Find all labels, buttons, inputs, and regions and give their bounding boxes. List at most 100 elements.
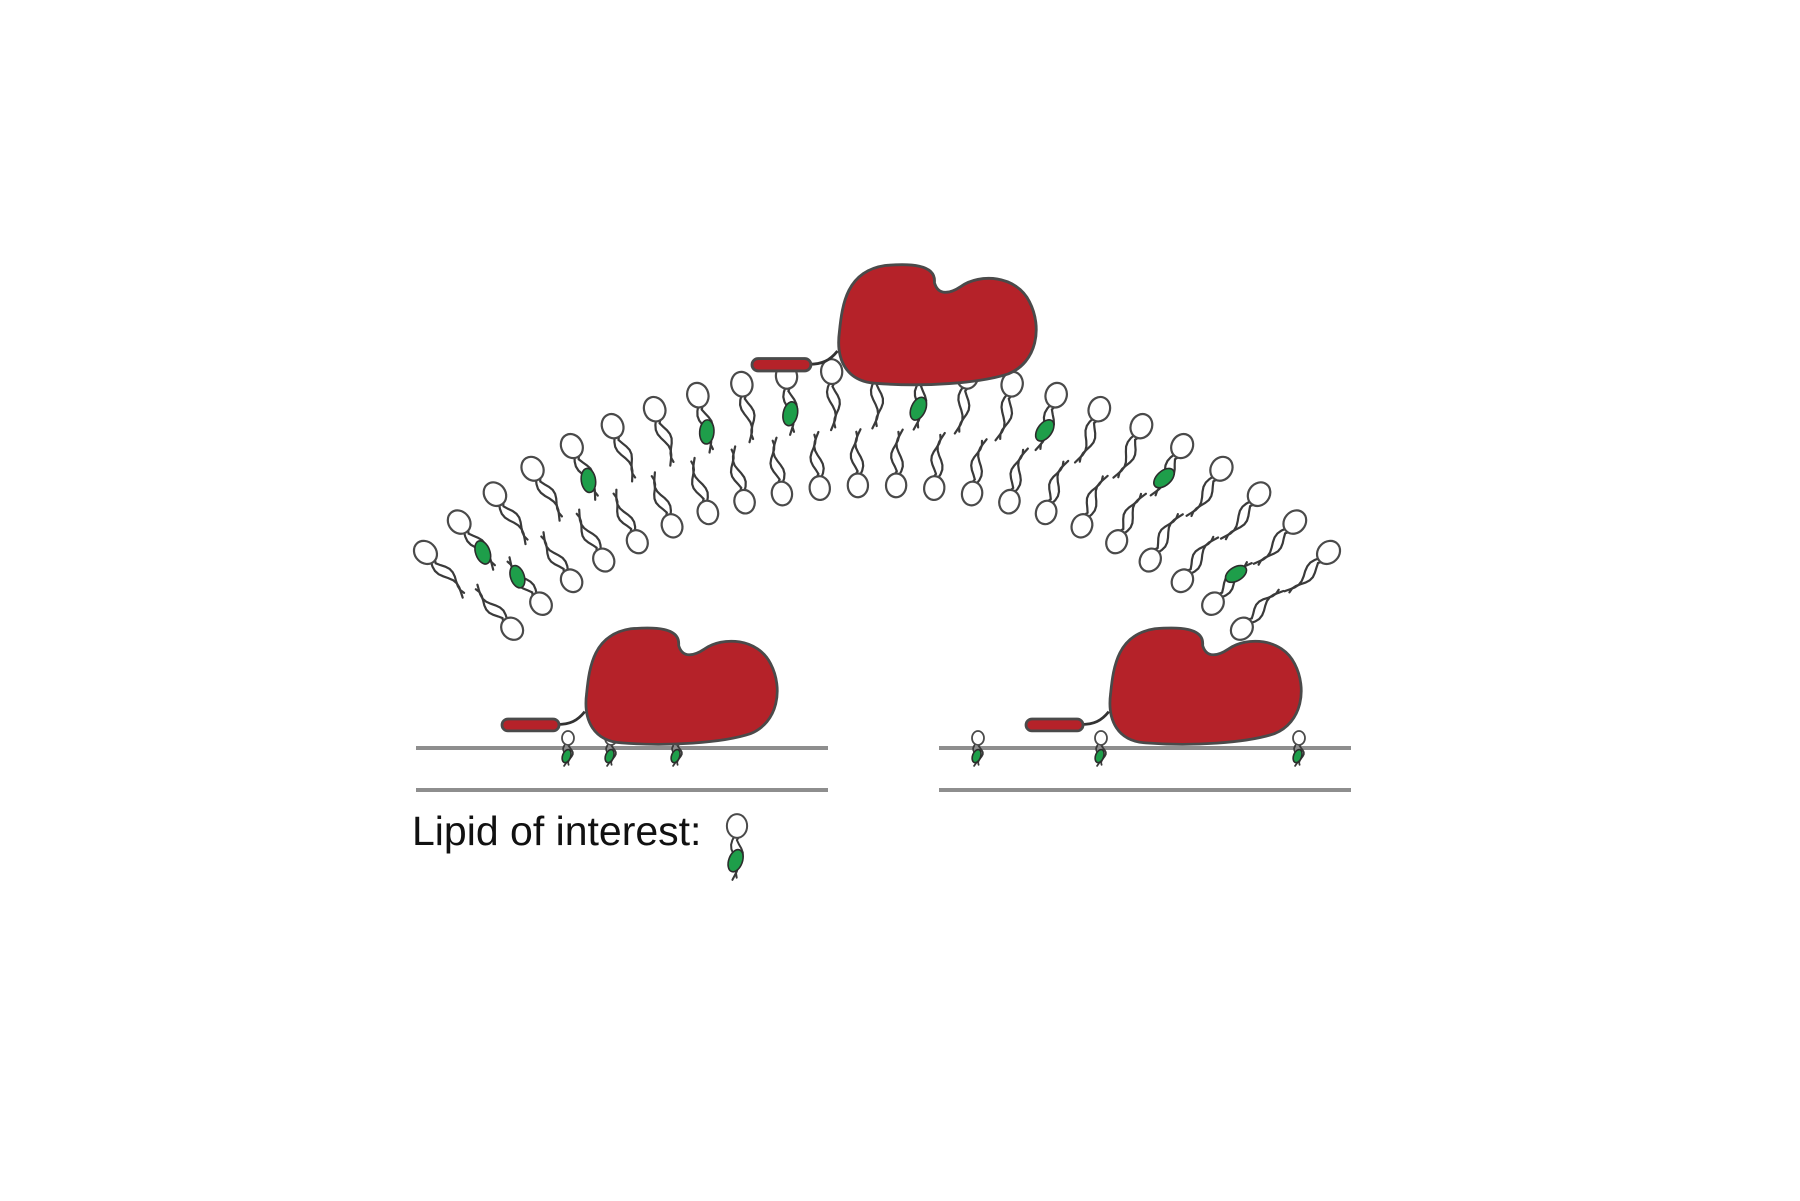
- lipid-tail: [1245, 588, 1280, 621]
- lipid: [923, 431, 946, 502]
- lipid-head: [412, 539, 439, 566]
- lipid-green-tag: [698, 419, 715, 445]
- lipid-green-tag: [782, 401, 799, 427]
- lipid-head: [660, 513, 684, 539]
- lipid-head: [625, 529, 649, 555]
- lipid-of-interest: [1292, 730, 1306, 767]
- lipid: [690, 456, 720, 526]
- lipid-head: [1034, 499, 1058, 526]
- lipid-head: [686, 381, 710, 409]
- lipid-tail: [1112, 433, 1136, 479]
- lipid: [846, 428, 870, 499]
- lipid-head: [808, 475, 831, 502]
- amphipathic-helix: [1024, 717, 1085, 733]
- lipid-tail: [831, 380, 841, 429]
- lipid-of-interest: [559, 432, 599, 501]
- lipid-green-tag: [1034, 418, 1055, 442]
- protein-body: [584, 626, 779, 746]
- flat-bilayer-dispersed: [939, 626, 1351, 792]
- lipid: [412, 539, 466, 599]
- lipid-tail: [970, 439, 984, 485]
- lipid-tail: [1185, 475, 1215, 517]
- amphipathic-helix: [500, 717, 561, 733]
- lipid-tail: [1122, 492, 1147, 536]
- lipid: [994, 370, 1024, 442]
- lipid-tail: [1288, 560, 1325, 594]
- lipid-green-tag: [1153, 467, 1175, 489]
- lipid-head: [482, 481, 508, 508]
- lipid-tail: [1082, 475, 1104, 517]
- lipid-head: [500, 616, 525, 641]
- lipid-of-interest-icon: [725, 813, 749, 881]
- lipid-head: [1201, 591, 1225, 616]
- lipid-tail: [1073, 417, 1095, 464]
- lipid: [960, 438, 988, 507]
- lipid-of-interest: [1149, 432, 1195, 497]
- protein: [500, 626, 779, 746]
- lipid-head: [561, 730, 575, 746]
- lipid-tail: [874, 379, 884, 428]
- lipid-head: [600, 412, 625, 440]
- lipid-tail: [1189, 536, 1220, 576]
- lipid-green-tag: [1292, 748, 1303, 764]
- lipid-of-interest: [561, 730, 575, 767]
- lipid: [1229, 588, 1285, 641]
- lipid-head: [446, 509, 472, 535]
- lipid-green-tag: [580, 467, 597, 494]
- lipid-tail: [650, 475, 668, 519]
- lipid: [1105, 492, 1147, 555]
- lipid-head: [1292, 730, 1306, 746]
- lipid: [884, 428, 908, 499]
- lipid: [1034, 459, 1070, 526]
- lipid: [819, 358, 844, 432]
- lipid: [769, 436, 794, 507]
- lipid: [474, 583, 525, 641]
- protein-body: [837, 263, 1038, 387]
- lipid-head: [1170, 432, 1195, 460]
- lipid-of-interest: [725, 813, 749, 881]
- lipid-head: [1105, 529, 1129, 555]
- lipid-green-tag: [971, 748, 982, 764]
- lipid-head: [846, 472, 870, 499]
- lipid: [1252, 509, 1308, 566]
- protein-linker: [1081, 710, 1110, 726]
- lipid-head: [1094, 730, 1108, 746]
- lipid-head: [559, 432, 584, 460]
- lipid-tail: [729, 448, 743, 494]
- lipid-head: [725, 813, 749, 839]
- lipid-of-interest: [1094, 730, 1108, 767]
- lipid-tail: [617, 433, 637, 479]
- lipid-head: [1070, 513, 1094, 539]
- lipid-head: [1087, 395, 1112, 423]
- lipid-tail: [1152, 513, 1179, 552]
- lipid-tail: [743, 392, 756, 441]
- lipid: [1185, 455, 1234, 518]
- lipid: [600, 412, 637, 483]
- lipid-head: [1170, 568, 1195, 594]
- lipid-head: [1129, 412, 1154, 440]
- lipid-tail: [612, 492, 633, 536]
- lipid: [482, 481, 529, 546]
- lipid: [575, 508, 616, 573]
- lipid-tail: [539, 475, 563, 518]
- lipid-of-interest: [686, 381, 715, 454]
- lipid-head: [520, 455, 545, 482]
- protein-linker: [557, 710, 586, 726]
- lipid: [998, 447, 1029, 515]
- lipid-green-tag: [1094, 748, 1105, 764]
- lipid-green-tag: [727, 848, 744, 873]
- lipid: [650, 471, 684, 539]
- lipid-of-interest: [1034, 381, 1068, 452]
- lipid-head: [730, 370, 754, 398]
- lipid-tail: [1184, 535, 1215, 573]
- lipid-green-tag: [561, 748, 572, 764]
- amphipathic-helix: [750, 357, 813, 373]
- lipid: [520, 455, 563, 522]
- lipid-tail: [690, 460, 705, 505]
- lipid: [1073, 395, 1112, 464]
- lipid-head: [998, 488, 1021, 515]
- lipid-tail: [433, 557, 466, 594]
- lipid: [642, 395, 675, 467]
- lipid: [1283, 539, 1342, 594]
